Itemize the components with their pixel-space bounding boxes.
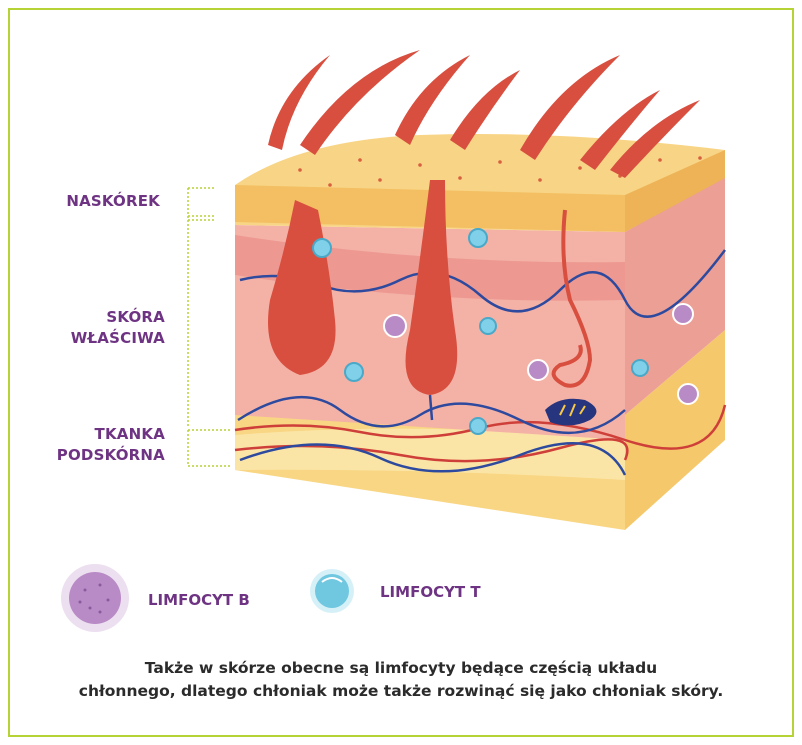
- label-dermis-line1: SKÓRA: [20, 307, 165, 328]
- label-subcutis-line1: TKANKA: [20, 424, 165, 445]
- legend-b-cell-label: LIMFOCYT B: [148, 591, 250, 609]
- label-epidermis-text: NASKÓREK: [66, 192, 160, 210]
- caption-line1: Także w skórze obecne są limfocyty będąc…: [30, 657, 772, 680]
- b-cell-legend-icon: [61, 564, 129, 632]
- legend-t-cell-label: LIMFOCYT T: [380, 583, 481, 601]
- t-cell-legend-icon: [310, 569, 354, 613]
- label-subcutis-line2: PODSKÓRNA: [20, 445, 165, 466]
- caption: Także w skórze obecne są limfocyty będąc…: [30, 657, 772, 703]
- label-dermis-line2: WŁAŚCIWA: [20, 328, 165, 349]
- caption-line2: chłonnego, dlatego chłoniak może także r…: [30, 680, 772, 703]
- label-brackets: [188, 188, 230, 466]
- label-dermis: SKÓRA WŁAŚCIWA: [20, 307, 165, 349]
- label-subcutis: TKANKA PODSKÓRNA: [20, 424, 165, 466]
- label-epidermis: NASKÓREK: [20, 191, 160, 212]
